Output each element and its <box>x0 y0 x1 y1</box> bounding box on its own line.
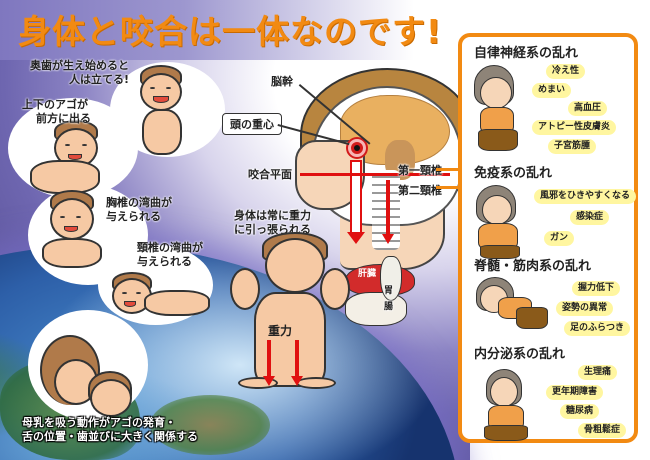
symptom-tag: 姿勢の異常 <box>556 301 614 316</box>
occlusal-plane-label: 咬合平面 <box>248 168 292 181</box>
boy-arm <box>320 268 350 310</box>
symptom-tag: 足のふらつき <box>564 321 631 336</box>
gravity-arrow <box>267 340 271 378</box>
first-vertebra-label: 第一頸椎 <box>398 164 442 177</box>
caption-thoracic: 胸椎の湾曲が 与えられる <box>106 196 172 223</box>
section-title-musculoskeletal: 脊髄・筋肉系の乱れ <box>474 259 592 274</box>
boy-head-illustration <box>265 238 325 293</box>
brainstem-label: 脳幹 <box>271 75 293 88</box>
symptom-tag: 骨粗鬆症 <box>578 423 627 438</box>
section-title-autonomic: 自律神経系の乱れ <box>474 46 579 61</box>
gravity-label: 重力 <box>268 324 293 338</box>
boy-body-illustration <box>254 292 326 387</box>
intestine-label: 腸 <box>384 302 394 312</box>
arrow-head-icon <box>382 234 394 244</box>
caption-jaw: 上下のアゴが 前方に出る <box>22 98 91 125</box>
title-band <box>0 0 460 60</box>
caption-molars: 奥歯が生え始めると 人は立てる! <box>30 59 130 86</box>
symptom-tag: 感染症 <box>570 210 610 225</box>
second-vertebra-label: 第二頸椎 <box>398 184 442 197</box>
symptom-tag: 子宮筋腫 <box>548 139 597 154</box>
arrow-head-icon <box>263 376 275 386</box>
symptom-tag: 生理痛 <box>578 365 618 380</box>
symptom-tag: アトピー性皮膚炎 <box>532 120 617 135</box>
disorders-panel: 自律神経系の乱れ 冷え性 めまい 高血圧 アトピー性皮膚炎 子宮筋腫 免疫系の乱… <box>458 33 638 443</box>
section-title-endocrine: 内分泌系の乱れ <box>474 347 566 362</box>
center-of-gravity-label: 頭の重心 <box>222 113 282 135</box>
symptom-tag: 風邪をひきやすくなる <box>534 189 637 204</box>
spine-arrow <box>386 180 390 236</box>
earth-land <box>150 395 270 455</box>
boy-arm <box>230 268 260 310</box>
page-title: 身体と咬合は一体なのです! <box>18 12 443 51</box>
intestine-illustration <box>345 292 407 326</box>
symptom-tag: 冷え性 <box>546 64 586 79</box>
occlusal-plane-line <box>300 173 450 176</box>
liver-label: 肝臓 <box>358 269 377 279</box>
stomach-label: 胃 <box>384 286 394 296</box>
arrow-head-icon <box>291 376 303 386</box>
center-of-gravity-marker <box>348 139 366 157</box>
connector-line <box>436 168 460 171</box>
symptom-tag: 糖尿病 <box>560 404 600 419</box>
caption-cervical: 頸椎の湾曲が 与えられる <box>137 241 203 268</box>
stomach-illustration <box>380 256 402 301</box>
section-title-immune: 免疫系の乱れ <box>474 166 553 181</box>
symptom-tag: 握力低下 <box>572 281 621 296</box>
gravity-arrow <box>295 340 299 378</box>
symptom-tag: 更年期障害 <box>546 385 604 400</box>
symptom-tag: めまい <box>532 83 572 98</box>
caption-breastfeeding: 母乳を吸う動作がアゴの発育・ 舌の位置・歯並びに大きく関係する <box>22 416 198 443</box>
head-gravity-arrow <box>350 160 362 235</box>
connector-line <box>436 186 460 189</box>
symptom-tag: ガン <box>544 231 575 246</box>
arrow-head-icon <box>347 232 365 244</box>
symptom-tag: 高血圧 <box>568 101 608 116</box>
